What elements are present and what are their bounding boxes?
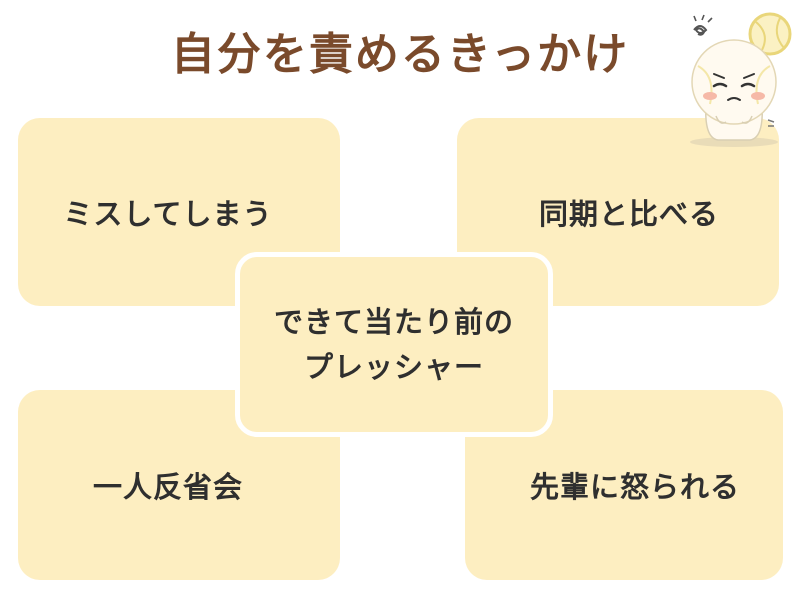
trigger-card-bottom-left: 一人反省会 [18,390,340,580]
trigger-label: 一人反省会 [92,470,243,504]
page-title: 自分を責めるきっかけ [170,29,630,80]
trigger-label: 先輩に怒られる [529,470,740,504]
center-line-1: できて当たり前の [273,304,514,339]
center-card: できて当たり前の プレッシャー [235,252,553,437]
worried-mascot-icon [690,12,792,147]
trigger-label: ミスしてしまう [63,197,273,231]
trigger-label: 同期と比べる [538,197,719,231]
center-line-2: プレッシャー [303,349,484,384]
